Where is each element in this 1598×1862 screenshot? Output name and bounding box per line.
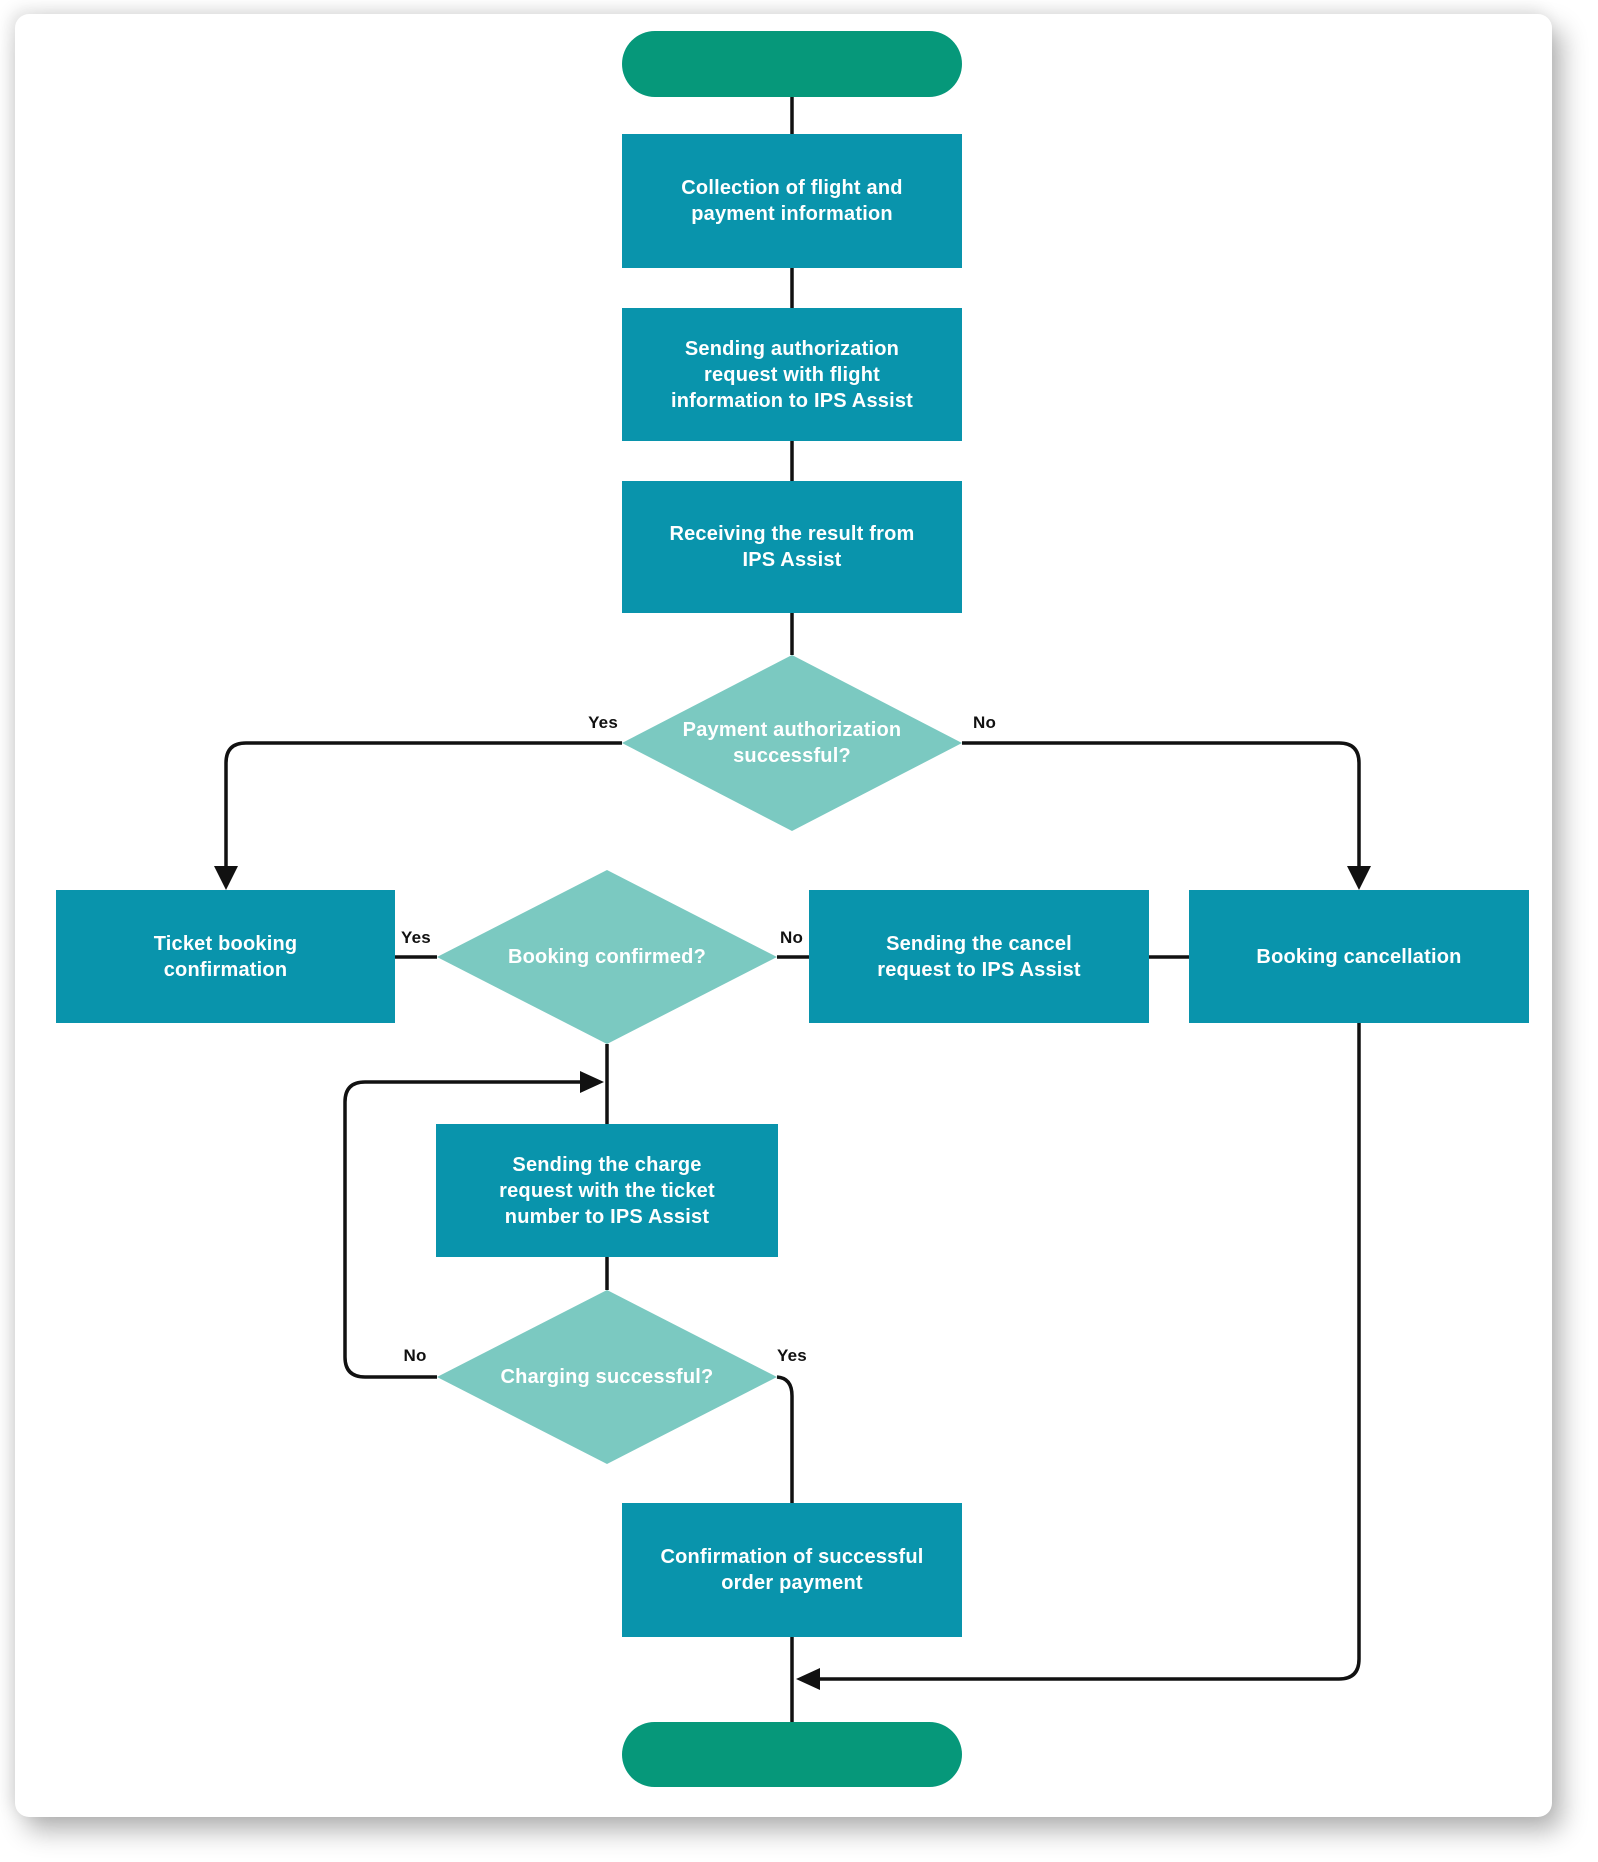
- edge-paymentauth-no: [962, 741, 1361, 866]
- edge-chargingsuccessful-yes: [776, 1375, 794, 1503]
- edge-paymentauth-yes: [224, 741, 622, 866]
- decision-payment-auth-shape: [622, 655, 962, 831]
- label-bookingconfirmed-no: No: [780, 928, 804, 947]
- decision-booking-confirmed-shape: [437, 870, 777, 1044]
- process-booking-cancellation: Booking cancellation: [1189, 890, 1529, 1023]
- process-booking-cancellation-label: Booking cancellation: [1256, 945, 1462, 968]
- decision-booking-confirmed-label: Booking confirmed?: [507, 946, 707, 968]
- start-terminator: [622, 31, 962, 97]
- process-charge-request-label: Sending the charge request with the tick…: [499, 1153, 715, 1228]
- arrowhead-into-ticket-confirmation: [214, 866, 238, 890]
- arrowhead-loop-merge: [580, 1071, 604, 1093]
- process-ticket-confirmation: Ticket booking confirmation: [56, 890, 395, 1023]
- decision-charging-successful-shape: [437, 1290, 777, 1464]
- process-collection-label: Collection of flight and payment informa…: [681, 177, 903, 225]
- arrowhead-into-booking-cancellation: [1347, 866, 1371, 890]
- process-order-confirmation: Confirmation of successful order payment: [622, 1503, 962, 1637]
- process-charge-request: Sending the charge request with the tick…: [436, 1124, 778, 1257]
- arrowhead-end-merge: [796, 1668, 820, 1690]
- edge-bookingcancellation-end: [820, 1023, 1361, 1681]
- process-collection: Collection of flight and payment informa…: [622, 134, 962, 268]
- end-terminator: [622, 1722, 962, 1787]
- label-paymentauth-no: No: [973, 713, 997, 732]
- decision-payment-auth-label: Payment authorization successful?: [682, 719, 902, 767]
- label-paymentauth-yes: Yes: [588, 713, 618, 732]
- process-auth-request-label: Sending authorization request with fligh…: [670, 337, 914, 412]
- process-cancel-request: Sending the cancel request to IPS Assist: [809, 890, 1149, 1023]
- process-order-confirmation-label: Confirmation of successful order payment: [660, 1546, 924, 1594]
- process-auth-request: Sending authorization request with fligh…: [622, 308, 962, 441]
- edge-chargingsuccessful-no-loop: [343, 1080, 580, 1379]
- decision-charging-successful-label: Charging successful?: [500, 1366, 714, 1388]
- process-receive-result-label: Receiving the result from IPS Assist: [669, 523, 915, 571]
- decision-booking-confirmed: Booking confirmed?: [457, 944, 757, 970]
- decision-payment-auth: Payment authorization successful?: [642, 716, 942, 770]
- process-receive-result: Receiving the result from IPS Assist: [622, 481, 962, 613]
- label-bookingconfirmed-yes: Yes: [401, 928, 431, 947]
- label-chargingsuccessful-no: No: [403, 1346, 427, 1365]
- process-cancel-request-label: Sending the cancel request to IPS Assist: [877, 932, 1081, 981]
- label-chargingsuccessful-yes: Yes: [777, 1346, 807, 1365]
- decision-charging-successful: Charging successful?: [457, 1364, 757, 1390]
- process-ticket-confirmation-label: Ticket booking confirmation: [153, 932, 298, 981]
